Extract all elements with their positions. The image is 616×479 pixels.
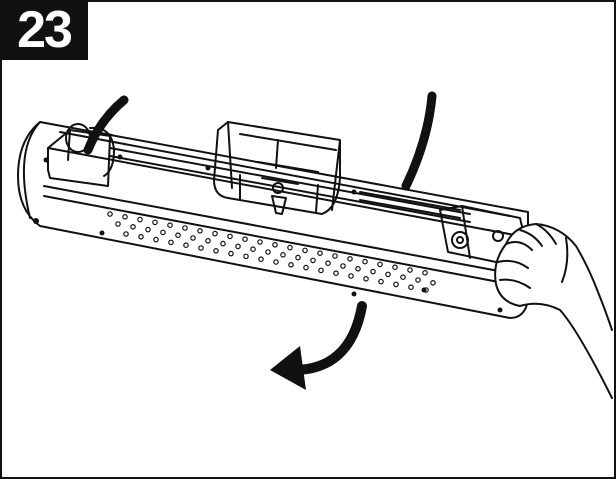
vent-hole (317, 250, 323, 257)
vent-hole (355, 265, 361, 272)
vent-hole (153, 236, 159, 243)
vent-hole (227, 233, 233, 240)
cable-stroke (83, 95, 129, 155)
vent-hole (273, 259, 279, 265)
vent-hole (250, 246, 256, 253)
vent-hole (190, 235, 196, 241)
vent-hole (422, 269, 428, 276)
vent-hole (363, 275, 369, 282)
vent-hole (407, 267, 413, 273)
mounting-bracket (213, 121, 341, 215)
vent-hole (288, 261, 294, 268)
hand-icon (494, 223, 613, 399)
vent-hole (332, 253, 338, 259)
vent-hole (302, 247, 308, 254)
step-number: 23 (0, 0, 88, 60)
vent-hole (333, 270, 339, 277)
vent-hole (340, 263, 346, 269)
vent-hole (258, 256, 264, 263)
vent-hole (160, 229, 166, 236)
vent-hole (370, 268, 376, 275)
vent-hole (122, 214, 128, 220)
vent-hole (393, 281, 399, 288)
vent-hole (400, 274, 406, 281)
vent-hole (107, 211, 113, 217)
vent-hole (197, 228, 203, 234)
vent-hole (287, 244, 293, 251)
vent-hole (347, 255, 353, 262)
vent-hole (212, 230, 218, 237)
vent-hole (318, 267, 324, 274)
vent-hole (242, 236, 248, 243)
vent-hole (408, 284, 414, 291)
vent-hole (303, 264, 309, 271)
vent-hole (115, 221, 121, 227)
vent-hole (213, 248, 219, 254)
vent-hole (228, 250, 234, 257)
vent-hole (272, 242, 278, 248)
vent-hole (123, 231, 129, 237)
vent-hole (265, 249, 271, 255)
vent-hole (378, 278, 384, 285)
vent-hole (257, 239, 263, 245)
vent-hole (175, 232, 181, 239)
vent-hole (183, 242, 189, 249)
vent-hole (310, 257, 316, 264)
vent-hole (168, 239, 174, 246)
vent-hole (280, 252, 286, 258)
vent-hole (130, 224, 136, 230)
vent-hole (362, 258, 368, 265)
rotate-arrow-icon (270, 301, 367, 390)
vent-hole (295, 254, 301, 261)
vent-hole (167, 222, 173, 229)
vent-hole (243, 253, 249, 260)
vent-hole (415, 277, 421, 283)
screw-dots (33, 154, 503, 313)
heater-body (17, 121, 529, 319)
vent-hole (377, 261, 383, 268)
vent-hole (198, 245, 204, 251)
vent-hole (392, 264, 398, 271)
vent-hole (235, 243, 241, 250)
vent-hole (145, 226, 151, 233)
vent-hole (385, 271, 391, 278)
vent-hole (138, 234, 144, 240)
vent-hole (348, 273, 354, 279)
vent-hole (152, 219, 158, 226)
vent-hole (430, 279, 436, 286)
vent-hole (220, 240, 226, 247)
vent-hole (137, 216, 143, 223)
vent-hole (205, 238, 211, 244)
vent-hole (182, 225, 188, 231)
vent-hole (325, 260, 331, 267)
motion-stroke (401, 91, 437, 191)
vent-holes (107, 211, 436, 293)
